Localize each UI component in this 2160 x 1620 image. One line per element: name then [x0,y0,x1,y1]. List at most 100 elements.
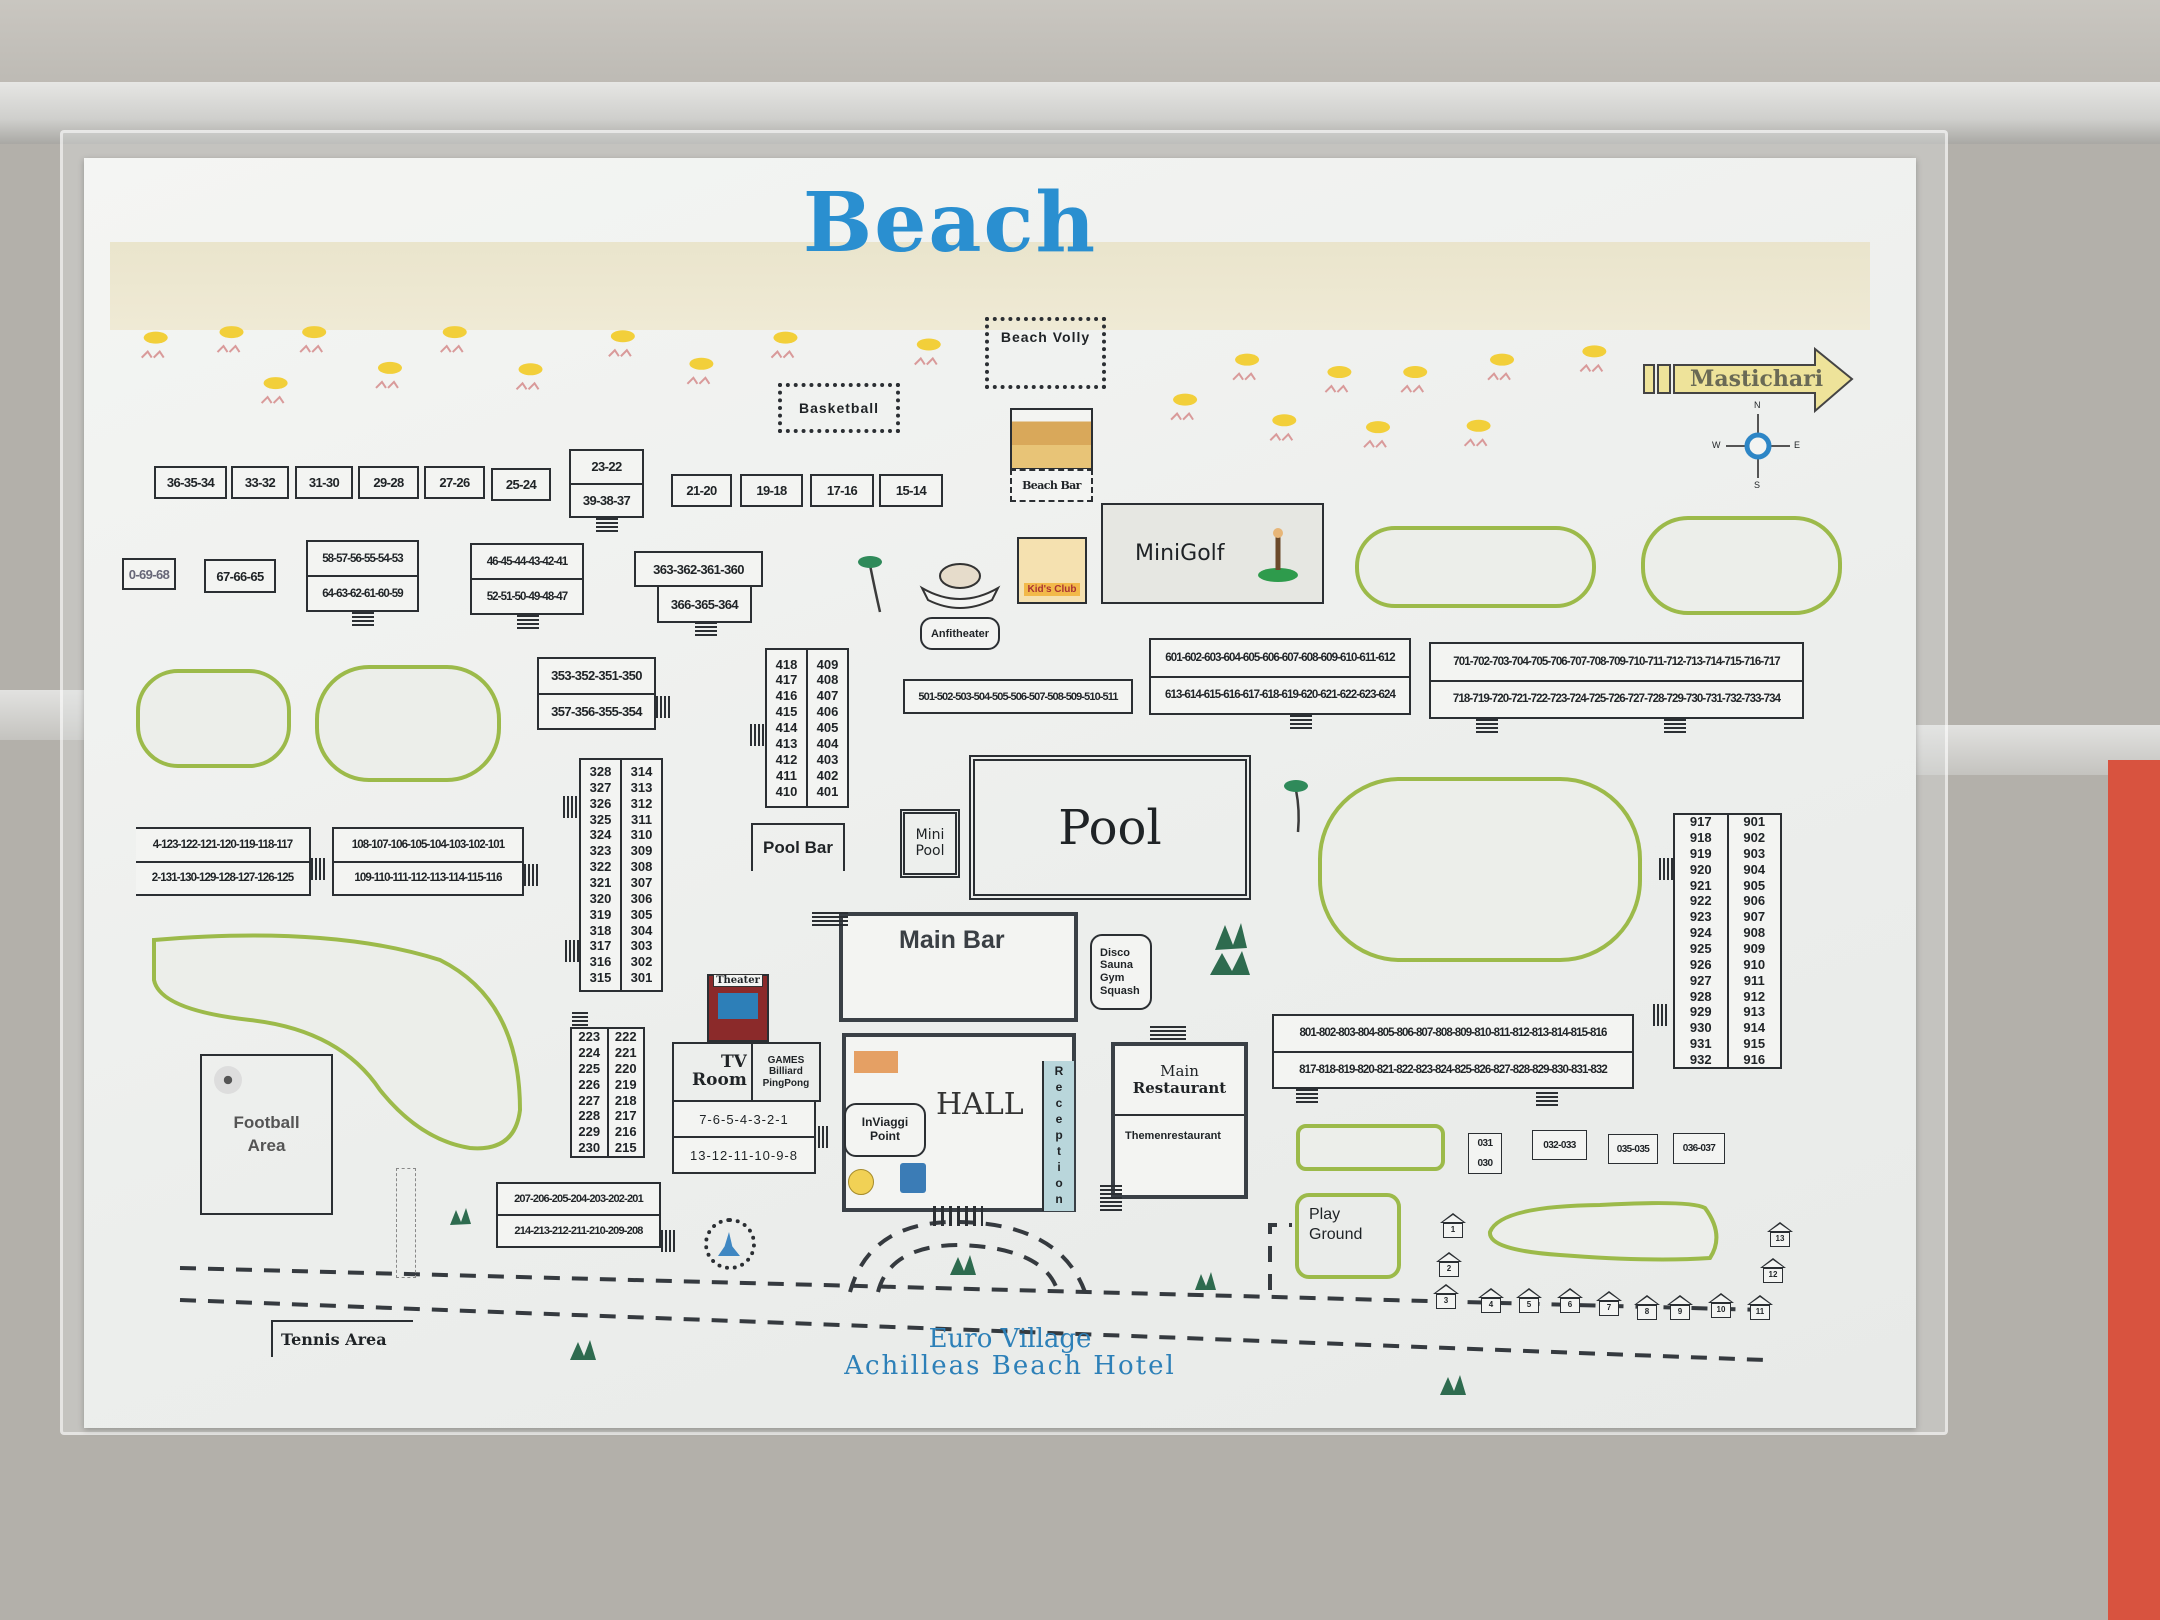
room-block: 108-107-106-105-104-103-102-101 109-110-1… [332,827,524,896]
mini-pool-label: Mini [915,827,945,844]
room-number: 308 [630,859,653,875]
room-block: 29-28 [358,466,419,499]
sunbed-icon [440,344,464,353]
reception-desk: Reception [1042,1061,1074,1211]
room-number: 310 [630,827,653,843]
room-range: 109-110-111-112-113-114-115-116 [334,860,522,895]
room-number: 405 [816,720,839,736]
sunbed-icon [1324,384,1349,393]
umbrella-icon [1582,345,1607,358]
room-block: 366-365-364 [657,585,752,623]
bungalow-icon: 6 [1557,1288,1583,1314]
room-range: 801-802-803-804-805-806-807-808-809-810-… [1299,1027,1607,1040]
bungalow-icon: 11 [1747,1295,1773,1321]
umbrella-icon [1490,353,1515,366]
room-number: 220 [614,1060,637,1076]
lawn [315,665,501,782]
bungalow-number: 1 [1443,1223,1463,1238]
room-number: 311 [631,811,652,827]
tv-room-label: TV [720,1052,747,1073]
room-number: 322 [589,859,612,875]
room-number: 409 [816,656,839,672]
bungalow-icon: 13 [1767,1222,1793,1248]
bungalow-icon: 9 [1667,1295,1693,1321]
compass-west: W [1712,440,1721,450]
room-number: 931 [1689,1036,1712,1052]
room-number: 908 [1743,925,1766,941]
wall [0,0,2160,85]
sunbed-icon [770,350,795,359]
stairs-icon [352,612,374,628]
room-block: 601-602-603-604-605-606-607-608-609-610-… [1149,638,1411,715]
room-block: 31-30 [295,466,353,499]
room-number: 407 [816,688,839,704]
room-range: 613-614-615-616-617-618-619-620-621-622-… [1151,675,1409,714]
umbrella-icon [610,330,635,343]
basketball-court: Basketball [778,383,900,433]
room-number: 317 [589,938,612,954]
room-block: 17-16 [810,474,874,507]
compass-rose-icon [1726,414,1790,478]
driveway [876,1242,1060,1293]
bungalow-icon: 10 [1708,1293,1734,1319]
room-range: 353-352-351-350 [551,668,642,684]
shrub-icon [570,1340,596,1360]
room-number: 216 [614,1124,637,1140]
sunbed-icon [260,395,285,404]
sunbed-icon [1487,372,1511,381]
disco-label: Disco [1100,946,1130,959]
stairs-icon [656,696,672,718]
room-range: 817-818-819-820-821-822-823-824-825-826-… [1274,1050,1632,1088]
room-number: 316 [589,954,612,970]
shrub-icon [950,1255,976,1275]
room-number: 913 [1743,1004,1766,1020]
room-number: 319 [589,906,612,922]
room-block: 36-35-34 [154,466,227,499]
room-number: 402 [816,767,839,783]
room-number: 218 [614,1092,637,1108]
room-number: 223 [578,1029,601,1045]
sauna-label: Sauna [1100,959,1134,972]
beach-umbrellas [141,326,1607,448]
room-block: 25-24 [491,468,551,501]
umbrella-icon [916,338,941,351]
sunbed-icon [1579,363,1604,373]
umbrella-icon [1272,414,1297,427]
tennis-area: Tennis Area [271,1320,413,1357]
road-edge [179,1298,1766,1362]
room-number: 924 [1689,925,1712,941]
room-number: 412 [775,751,798,767]
stairs-icon [524,864,540,886]
shrub-icon [450,1208,471,1225]
room-range: 108-107-106-105-104-103-102-101 [351,838,505,851]
room-number: 227 [578,1092,601,1108]
theater-icon: Theater [707,974,769,1042]
room-range: 46-45-44-43-42-41 [486,555,569,568]
stairs-icon [750,724,766,746]
room-number: 919 [1689,845,1712,861]
umbrella-icon [518,363,543,376]
wellness-bubble: Disco Sauna Gym Squash [1090,934,1152,1010]
squash-label: Squash [1100,984,1140,997]
room-number: 307 [630,875,653,890]
room-number: 328 [589,763,612,779]
sunbed-icon [914,356,938,366]
lawn [1488,1201,1719,1262]
room-number: 219 [614,1076,637,1092]
bungalow-number: 9 [1670,1305,1690,1320]
golfer-icon [1258,528,1298,582]
room-number: 327 [589,779,612,795]
umbrella-icon [1366,421,1390,434]
path-marker [396,1168,416,1278]
stairs-icon [1659,858,1675,880]
room-range: 2-131-130-129-128-127-126-125 [136,860,309,895]
